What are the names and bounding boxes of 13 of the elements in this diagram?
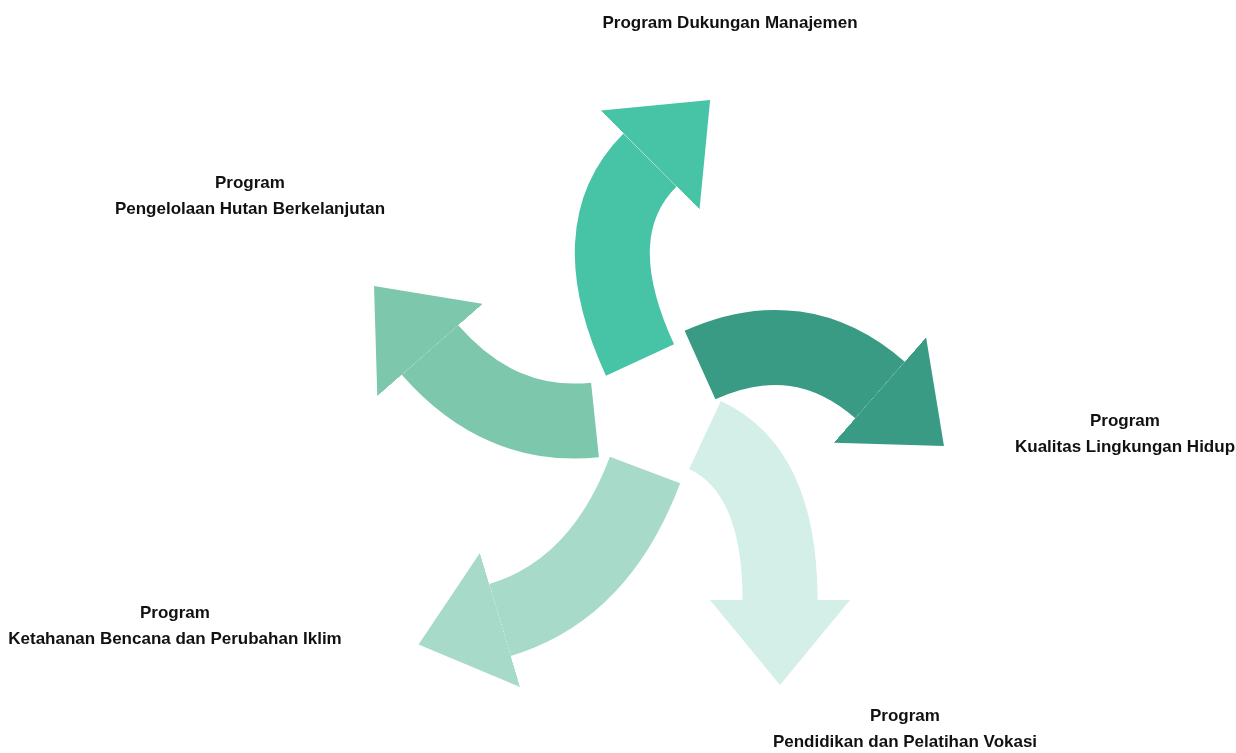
program-label: Ketahanan Bencana dan Perubahan Iklim bbox=[7, 628, 343, 650]
program-label: Program bbox=[214, 172, 286, 194]
program-label: Program bbox=[1089, 410, 1161, 432]
program-label: Pengelolaan Hutan Berkelanjutan bbox=[113, 198, 387, 220]
program-label: Kualitas Lingkungan Hidup bbox=[1013, 436, 1236, 458]
arrow bbox=[419, 455, 680, 687]
program-label: Program Dukungan Manajemen bbox=[601, 12, 859, 34]
arrow bbox=[685, 310, 947, 445]
program-label: Program bbox=[139, 602, 211, 624]
arrow bbox=[372, 287, 598, 459]
arrow bbox=[687, 402, 850, 685]
program-label: Pendidikan dan Pelatihan Vokasi bbox=[771, 731, 1039, 753]
program-label: Program bbox=[869, 705, 941, 727]
